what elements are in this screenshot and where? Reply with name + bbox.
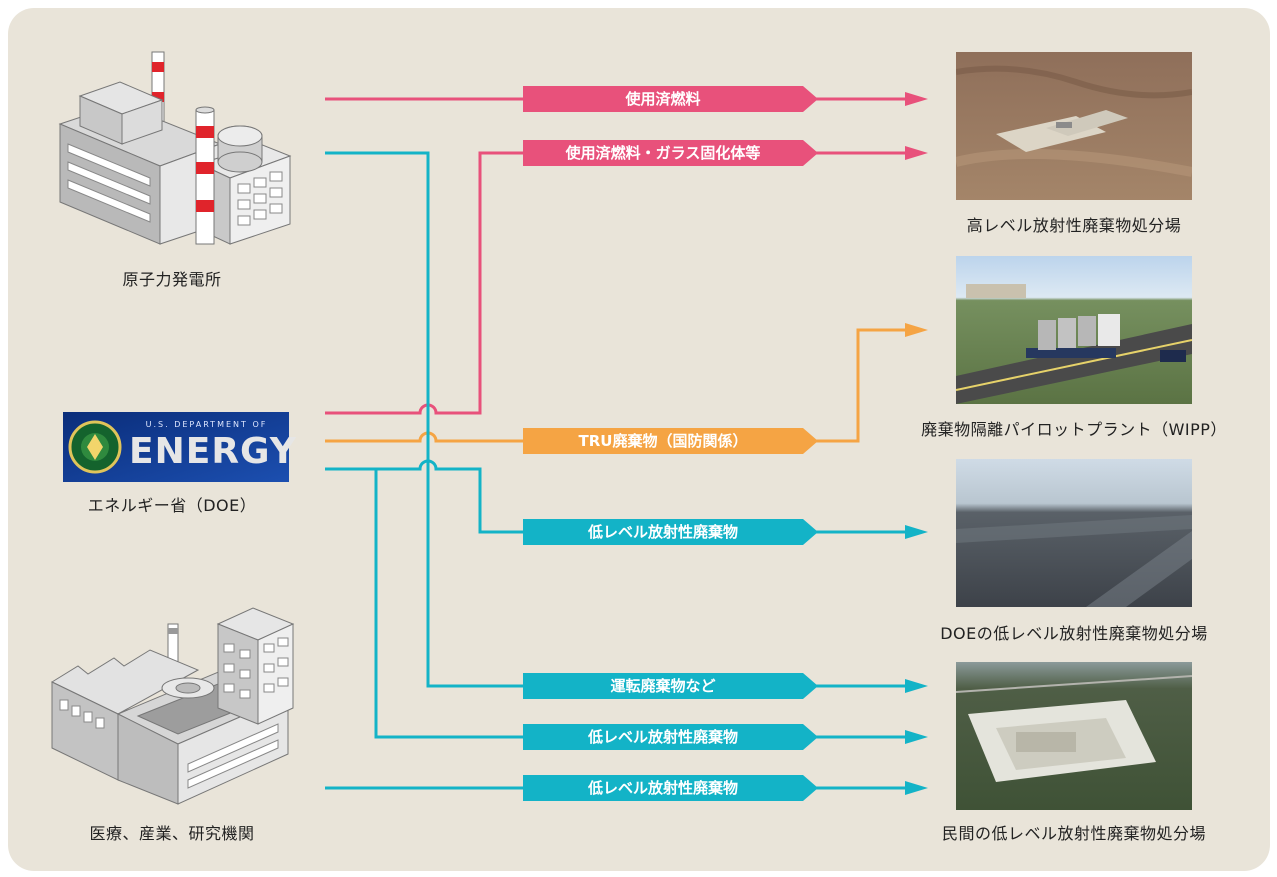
private-disposal-site-photo bbox=[956, 662, 1192, 810]
nuclear-power-plant-icon bbox=[58, 51, 292, 245]
doe-logo-icon: U.S. DEPARTMENT OF ENERGY bbox=[63, 412, 297, 482]
arrowhead bbox=[905, 781, 928, 795]
arrowhead bbox=[905, 525, 928, 539]
flow-line-operational bbox=[325, 151, 905, 688]
research-facility-icon bbox=[50, 607, 295, 805]
wipp-truck-photo bbox=[956, 256, 1192, 404]
flow-line-doe-hlw bbox=[325, 151, 905, 415]
flow-box-spent-fuel bbox=[523, 86, 818, 112]
flow-box-tru bbox=[523, 428, 818, 454]
repository-aerial-photo bbox=[956, 52, 1192, 200]
doe-logo-main: ENERGY bbox=[129, 431, 297, 472]
dest-label-doe-llw: DOEの低レベル放射性廃棄物処分場 bbox=[940, 624, 1208, 643]
arrowhead bbox=[905, 92, 928, 106]
flow-box-llw-medical bbox=[523, 775, 818, 801]
dest-label-wipp: 廃棄物隔離パイロットプラント（WIPP） bbox=[921, 420, 1227, 439]
flow-box-spent-fuel-glass bbox=[523, 140, 818, 166]
source-label-medical: 医療、産業、研究機関 bbox=[89, 824, 255, 843]
flow-box-llw-doe bbox=[523, 519, 818, 545]
flow-box-llw-doe-private bbox=[523, 724, 818, 750]
arrowhead bbox=[905, 730, 928, 744]
source-label-doe: エネルギー省（DOE） bbox=[87, 496, 257, 515]
arrowhead bbox=[905, 323, 928, 337]
flow-line-doe-llw bbox=[325, 459, 905, 534]
arrowhead bbox=[905, 679, 928, 693]
source-label-nuclear: 原子力発電所 bbox=[122, 270, 222, 289]
doe-logo-top: U.S. DEPARTMENT OF bbox=[145, 420, 268, 429]
doe-disposal-site-photo bbox=[956, 459, 1192, 607]
flow-line-tru bbox=[325, 328, 905, 443]
flow-box-operational bbox=[523, 673, 818, 699]
arrowhead bbox=[905, 146, 928, 160]
dest-label-private-llw: 民間の低レベル放射性廃棄物処分場 bbox=[941, 824, 1206, 843]
dest-label-hlw: 高レベル放射性廃棄物処分場 bbox=[966, 216, 1182, 235]
